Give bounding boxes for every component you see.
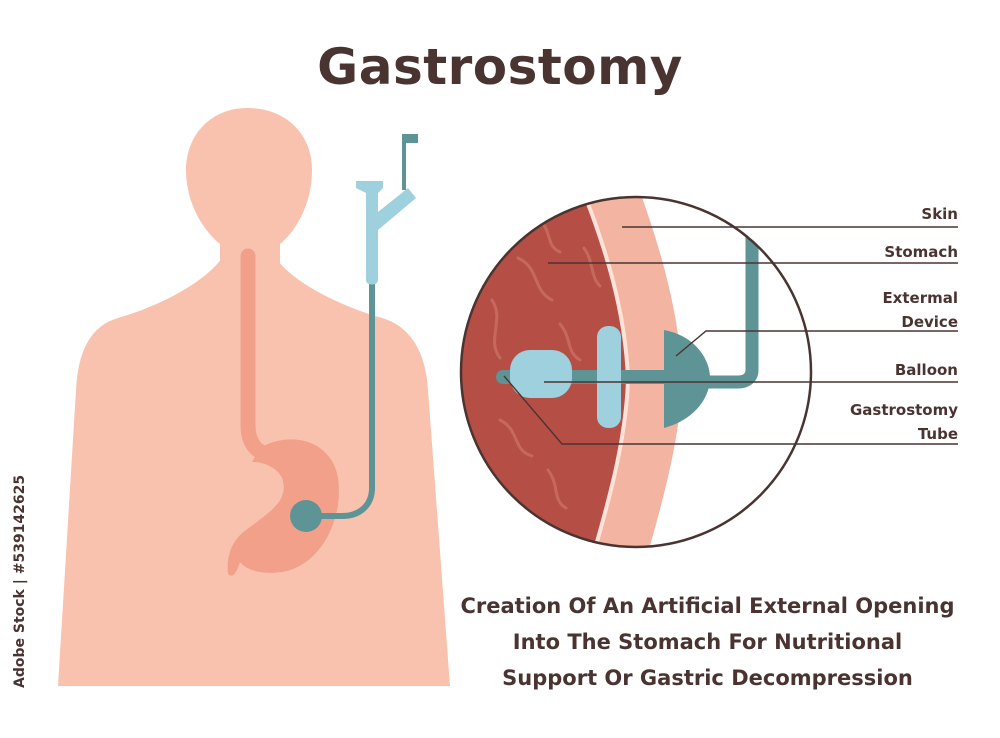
gastrostomy-tube-leader [503, 375, 958, 445]
stock-id-text: Adobe Stock | #539142625 [12, 474, 28, 688]
adapter-cap-post [402, 134, 406, 190]
label-stomach: Stomach [884, 243, 958, 261]
label-gastrostomy-tube: Gastrostomy Tube [850, 398, 958, 446]
body-silhouette [58, 108, 450, 686]
label-external-device: Extermal Device [882, 286, 958, 334]
stomach-organ [227, 439, 339, 576]
label-external-device-line2: Device [901, 313, 958, 331]
tube-line [312, 282, 375, 519]
caption-line-2: Into The Stomach For Nutritional [512, 630, 903, 654]
head-neck [186, 108, 312, 268]
caption-line-1: Creation Of An Artificial External Openi… [460, 594, 955, 618]
leader-lines [503, 226, 958, 445]
feeding-adapter [356, 181, 416, 285]
cross-section [459, 195, 813, 549]
magnifier-ring [459, 195, 813, 549]
digestive-tract [227, 248, 339, 576]
page-title: Gastrostomy [317, 38, 683, 96]
balloon [510, 350, 572, 398]
torso [58, 258, 450, 686]
gastrostomy-device [290, 134, 418, 532]
stomach-folds [490, 218, 602, 510]
stomach-port [290, 500, 322, 532]
label-gastrostomy-tube-line2: Tube [917, 425, 958, 443]
label-skin: Skin [921, 205, 958, 223]
label-balloon: Balloon [894, 361, 958, 379]
label-external-device-line1: Extermal [882, 289, 958, 307]
caption: Creation Of An Artificial External Openi… [430, 588, 985, 696]
internal-bumper [597, 326, 621, 428]
label-gastrostomy-tube-line1: Gastrostomy [849, 401, 958, 419]
caption-line-3: Support Or Gastric Decompression [502, 666, 913, 690]
external-bolster [664, 330, 710, 428]
adapter-cap [402, 134, 418, 143]
external-device-leader [675, 330, 958, 357]
